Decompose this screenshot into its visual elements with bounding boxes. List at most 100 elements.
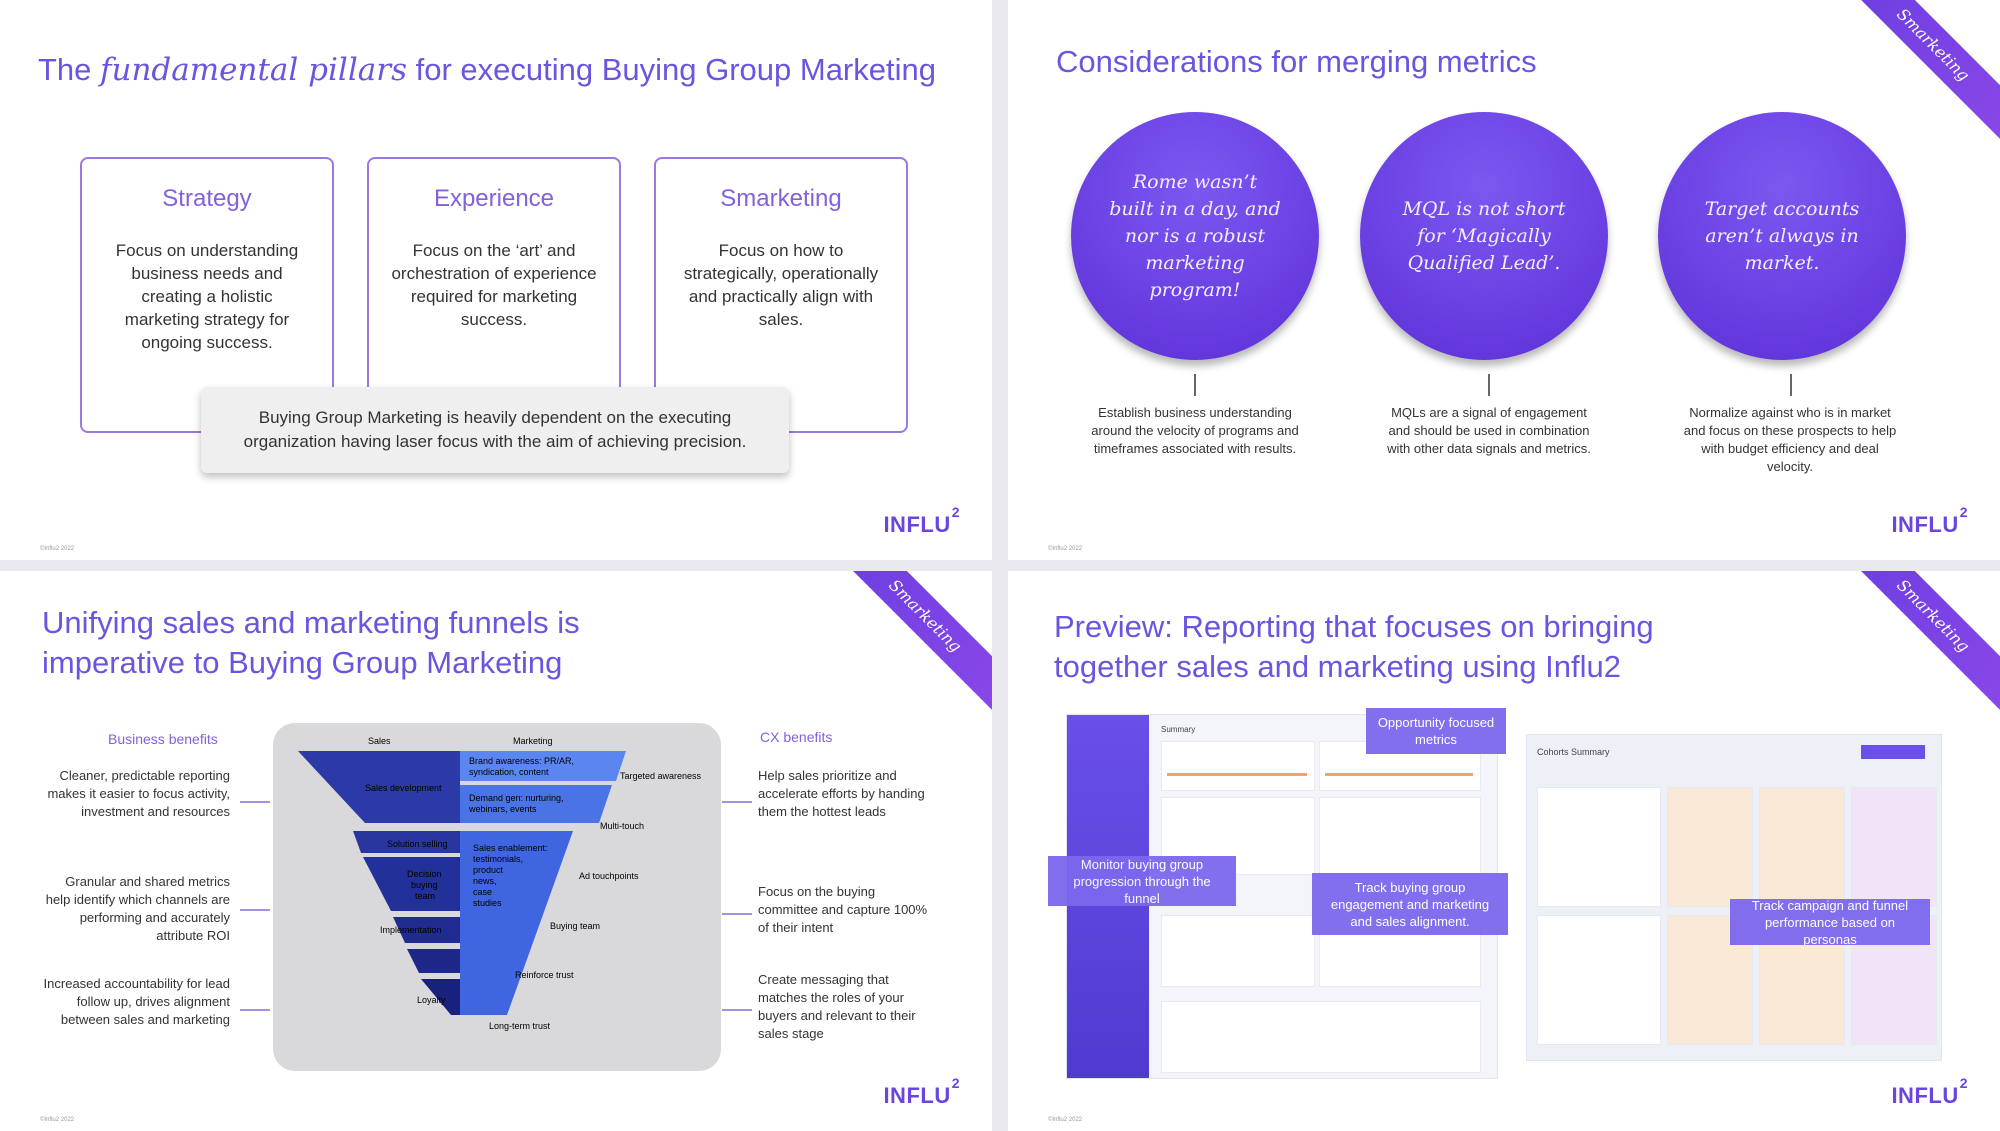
quote-circle: Target accounts aren’t always in market.	[1658, 112, 1906, 360]
chart-card	[1319, 797, 1481, 875]
business-benefit: Increased accountability for lead follow…	[43, 976, 230, 1027]
funnel-label: Buying team	[550, 921, 600, 931]
funnel-diagram: Sales Marketing Sales development Soluti…	[273, 723, 721, 1071]
funnel-label: Implementation	[380, 925, 442, 935]
title-part: The	[38, 52, 101, 87]
title-line: Preview: Reporting that focuses on bring…	[1054, 609, 1654, 644]
callout-opportunity-metrics: Opportunity focused metrics	[1366, 708, 1506, 754]
smarketing-ribbon: Smarketing	[823, 571, 992, 718]
connector-line	[240, 1009, 270, 1011]
slide-title: The fundamental pillars for executing Bu…	[38, 50, 936, 90]
logo-sup: 2	[1959, 504, 1968, 520]
callout-persona-performance: Track campaign and funnel performance ba…	[1730, 898, 1930, 947]
connector-line	[240, 801, 270, 803]
influ2-logo: INFLU2	[1891, 1075, 1968, 1109]
pillar-heading: Smarketing	[720, 185, 842, 212]
funnel-label: Solution selling	[387, 839, 448, 849]
funnel-label: Decision	[407, 869, 442, 879]
slide-pillars: The fundamental pillars for executing Bu…	[0, 0, 992, 560]
callout-buying-group-progression: Monitor buying group progression through…	[1048, 856, 1236, 906]
pillar-heading: Strategy	[162, 185, 252, 212]
smarketing-ribbon: Smarketing	[1831, 0, 2000, 147]
influ2-logo: INFLU2	[883, 1075, 960, 1109]
funnel-label: Demand gen: nurturing,	[469, 793, 564, 803]
funnel-label: product	[473, 865, 504, 875]
sparkline	[1325, 773, 1473, 776]
sparkline	[1167, 773, 1307, 776]
influ2-logo: INFLU2	[883, 504, 960, 538]
copyright: ©Influ2 2022	[40, 546, 75, 552]
funnel-implementation	[393, 917, 460, 943]
connector-line	[1194, 374, 1196, 396]
funnel-label: Multi-touch	[600, 821, 644, 831]
logo-text: INFLU	[1891, 512, 1959, 537]
copyright: ©Influ2 2022	[1048, 1117, 1083, 1123]
funnel-label: webinars, events	[468, 804, 537, 814]
funnel-col-marketing: Marketing	[513, 736, 553, 746]
pillar-text: Focus on understanding business needs an…	[115, 241, 299, 352]
callout-box: Buying Group Marketing is heavily depend…	[201, 387, 789, 473]
cx-benefits-heading: CX benefits	[760, 729, 833, 745]
slide-title: Considerations for merging metrics	[1056, 44, 1537, 79]
funnel-label: Sales enablement:	[473, 843, 548, 853]
title-part: for executing Buying Group Marketing	[406, 52, 936, 87]
connector-line	[1790, 374, 1792, 396]
funnel-label: Long-term trust	[489, 1021, 551, 1031]
funnel-label: Loyalty	[417, 995, 446, 1005]
title-script: fundamental pillars	[100, 52, 407, 88]
cohort-card	[1537, 787, 1661, 907]
quote-circle: MQL is not short for ‘Magically Qualifie…	[1360, 112, 1608, 360]
funnel-label: Ad touchpoints	[579, 871, 639, 881]
slide-title: Unifying sales and marketing funnels is …	[42, 603, 580, 683]
funnel-brand	[460, 751, 626, 781]
funnel-label: Brand awareness: PR/AR,	[469, 756, 574, 766]
funnel-label: testimonials,	[473, 854, 523, 864]
cohort-card	[1759, 787, 1845, 907]
cohort-card	[1667, 787, 1753, 907]
callout-engagement-alignment: Track buying group engagement and market…	[1312, 873, 1508, 935]
slide-reporting-preview: Smarketing Preview: Reporting that focus…	[1008, 571, 2000, 1131]
funnel-label: syndication, content	[469, 767, 549, 777]
metric-card	[1161, 741, 1315, 791]
cx-benefit: Focus on the buying committee and captur…	[758, 884, 928, 935]
funnel-col-sales: Sales	[368, 736, 391, 746]
slide-merging-metrics: Smarketing Considerations for merging me…	[1008, 0, 2000, 560]
connector-line	[240, 909, 270, 911]
circle-description: MQLs are a signal of engagement and shou…	[1387, 405, 1591, 456]
business-benefit: Granular and shared metrics help identif…	[45, 874, 230, 943]
smarketing-ribbon: Smarketing	[1831, 571, 2000, 718]
influ2-logo: INFLU2	[1891, 504, 1968, 538]
logo-sup: 2	[951, 504, 960, 520]
cx-benefit: Create messaging that matches the roles …	[758, 972, 916, 1041]
copyright: ©Influ2 2022	[1048, 546, 1083, 552]
funnel-decision	[363, 857, 460, 911]
dashboard-header: Summary	[1161, 725, 1196, 734]
slide-unifying-funnels: Smarketing Unifying sales and marketing …	[0, 571, 992, 1131]
title-line: Unifying sales and marketing funnels is	[42, 605, 580, 640]
cohort-card	[1851, 787, 1937, 907]
table-card	[1161, 1001, 1481, 1073]
pillar-card-strategy: Strategy Focus on understanding business…	[80, 157, 334, 433]
cx-benefit: Help sales prioritize and accelerate eff…	[758, 768, 925, 819]
pillar-text: Focus on how to strategically, operation…	[683, 241, 879, 329]
dashboard-header: Cohorts Summary	[1537, 747, 1610, 757]
funnel-sales-dev	[298, 751, 460, 823]
pillar-text: Focus on the ‘art’ and orchestration of …	[391, 241, 597, 329]
funnel-solution	[353, 831, 460, 853]
funnel-label: buying	[411, 880, 438, 890]
logo-text: INFLU	[883, 1083, 951, 1108]
connector-line	[722, 913, 752, 915]
connector-line	[722, 1009, 752, 1011]
funnel-label: studies	[473, 898, 502, 908]
funnel-loyalty-top	[407, 949, 460, 973]
circle-description: Normalize against who is in market and f…	[1683, 405, 1897, 474]
business-benefits-heading: Business benefits	[108, 731, 218, 747]
funnel-label: news,	[473, 876, 497, 886]
funnel-label: team	[415, 891, 435, 901]
business-benefit: Cleaner, predictable reporting makes it …	[47, 768, 230, 819]
title-line: together sales and marketing using Influ…	[1054, 649, 1621, 684]
funnel-label: case	[473, 887, 492, 897]
funnel-label: Sales development	[365, 783, 442, 793]
funnel-svg: Sales Marketing Sales development Soluti…	[298, 736, 702, 1031]
quote-circle: Rome wasn’t built in a day, and nor is a…	[1071, 112, 1319, 360]
